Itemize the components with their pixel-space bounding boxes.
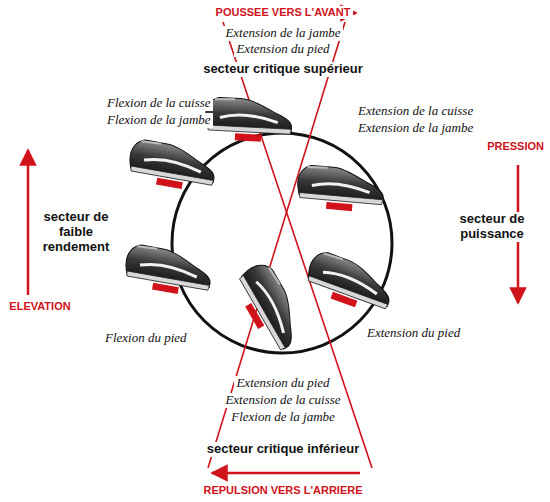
movement-note: Extension du pied bbox=[365, 326, 462, 341]
movement-note: Extension de la cuisse bbox=[223, 393, 342, 408]
movement-note: Extension de la jambe bbox=[356, 121, 475, 136]
movement-note: Extension de la jambe bbox=[223, 26, 342, 41]
sector-title: secteur de faible rendement bbox=[35, 210, 117, 255]
direction-label: PRESSION bbox=[484, 140, 547, 153]
sector-title: secteur critique inférieur bbox=[205, 442, 361, 457]
movement-note: Flexion du pied bbox=[103, 331, 189, 346]
direction-label: REPULSION VERS L'ARRIERE bbox=[200, 484, 365, 497]
movement-note: Extension du pied bbox=[234, 42, 331, 57]
movement-note: Extension de la cuisse bbox=[356, 104, 475, 119]
movement-note: Extension du pied bbox=[234, 376, 331, 391]
movement-note: Flexion de la cuisse bbox=[105, 96, 213, 111]
direction-label: ELEVATION bbox=[6, 300, 73, 313]
movement-note: Flexion de la jambe bbox=[105, 113, 213, 128]
sector-title: secteur de puissance bbox=[448, 212, 536, 242]
movement-note: Flexion de la jambe bbox=[229, 410, 337, 425]
direction-label: POUSSEE VERS L'AVANT bbox=[213, 6, 354, 19]
sector-title: secteur critique supérieur bbox=[201, 62, 365, 77]
